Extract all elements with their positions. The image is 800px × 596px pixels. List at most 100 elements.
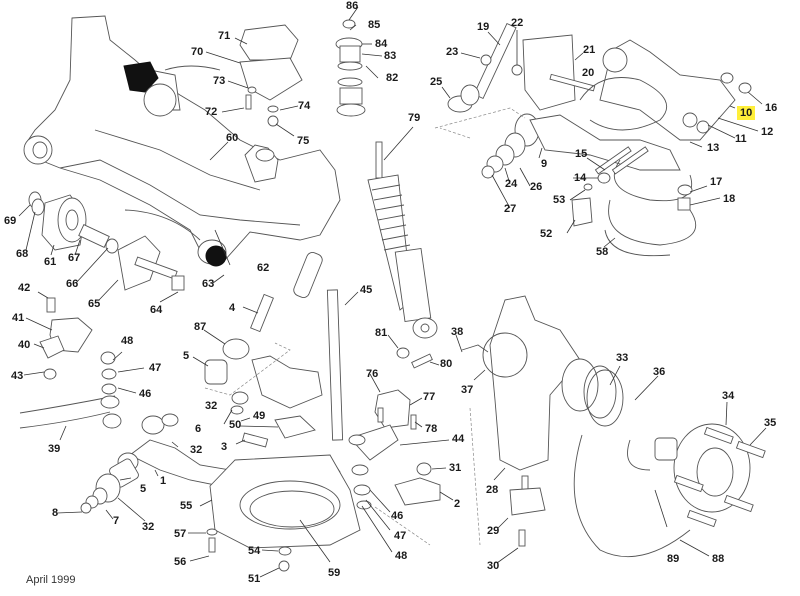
- part-label-22: 22: [511, 17, 524, 29]
- nut-75: [267, 115, 279, 127]
- part-label-12: 12: [761, 126, 774, 138]
- part-label-34: 34: [722, 390, 735, 402]
- part-label-88: 88: [712, 553, 725, 565]
- part-label-68: 68: [16, 248, 29, 260]
- link-bolt-top: [293, 252, 323, 298]
- part-label-24: 24: [505, 178, 518, 190]
- part-label-53: 53: [553, 194, 566, 206]
- lower-stack-46-48: [348, 434, 372, 510]
- part-label-45: 45: [360, 284, 373, 296]
- part-label-26: 26: [530, 181, 543, 193]
- part-label-76: 76: [366, 368, 379, 380]
- washer-6b: [141, 415, 165, 435]
- part-label-18: 18: [723, 193, 736, 205]
- disc-shield-88: [573, 434, 691, 558]
- part-label-51: 51: [248, 573, 261, 585]
- bush-61: [28, 191, 119, 254]
- part-label-11: 11: [735, 133, 747, 145]
- part-label-8: 8: [52, 507, 59, 519]
- part-label-77: 77: [423, 391, 436, 403]
- bearing-33: [561, 358, 599, 412]
- part-label-23: 23: [446, 46, 459, 58]
- washer-32-upper: [231, 391, 249, 405]
- part-label-37: 37: [461, 384, 474, 396]
- bracket-11: [682, 112, 698, 128]
- leader-lines: [18, 6, 767, 578]
- part-label-25: 25: [430, 76, 443, 88]
- part-label-48-right: 48: [395, 550, 408, 562]
- bush-5-upper: [204, 359, 228, 385]
- part-label-84: 84: [375, 38, 388, 50]
- part-label-66: 66: [66, 278, 79, 290]
- knuckle-28: [489, 295, 581, 471]
- part-label-29: 29: [487, 525, 500, 537]
- bolt-15a: [594, 146, 632, 175]
- arrow-62: [124, 209, 201, 241]
- bracket-12: [696, 120, 710, 134]
- part-label-73: 73: [213, 75, 226, 87]
- part-label-86: 86: [346, 0, 359, 12]
- bolt-15b: [611, 146, 649, 175]
- part-label-48-left: 48: [121, 335, 134, 347]
- washer-53: [583, 183, 593, 191]
- strut-rod-45: [326, 289, 344, 441]
- part-label-74: 74: [298, 100, 311, 112]
- part-label-9: 9: [541, 158, 548, 170]
- part-label-2: 2: [454, 498, 461, 510]
- drop-link-stack-left: [100, 351, 122, 429]
- bracket-76: [374, 389, 411, 429]
- part-label-62: 62: [257, 262, 270, 274]
- nut-43: [43, 368, 57, 380]
- washer-6: [230, 405, 244, 415]
- part-label-19: 19: [477, 21, 490, 33]
- part-label-64: 64: [150, 304, 163, 316]
- part-label-1: 1: [160, 475, 167, 487]
- part-label-71: 71: [218, 30, 231, 42]
- part-label-63: 63: [202, 278, 215, 290]
- subframe-part-60: [23, 15, 341, 261]
- part-label-47-left: 47: [149, 362, 162, 374]
- part-label-47-right: 47: [394, 530, 407, 542]
- part-label-78: 78: [425, 423, 438, 435]
- part-label-50: 50: [229, 419, 242, 431]
- circlip-36: [586, 369, 624, 427]
- part-label-35: 35: [764, 417, 777, 429]
- part-label-36: 36: [653, 366, 666, 378]
- part-label-58: 58: [596, 246, 609, 258]
- nut-10a: [720, 72, 734, 84]
- part-label-70: 70: [191, 46, 204, 58]
- part-label-39: 39: [48, 443, 61, 455]
- mount-plate-55: [209, 454, 361, 549]
- washer-54: [278, 546, 292, 556]
- part-label-38: 38: [451, 326, 464, 338]
- part-label-43: 43: [11, 370, 24, 382]
- part-label-42: 42: [18, 282, 31, 294]
- part-label-16: 16: [765, 102, 778, 114]
- part-label-49: 49: [253, 410, 266, 422]
- part-label-15: 15: [575, 148, 588, 160]
- part-label-30: 30: [487, 560, 500, 572]
- washer-73: [247, 86, 257, 94]
- part-label-83: 83: [384, 50, 397, 62]
- spacer-17: [677, 184, 693, 196]
- nut-16: [738, 82, 752, 94]
- abs-ring-37: [482, 332, 528, 378]
- part-label-27: 27: [504, 203, 517, 215]
- part-label-67: 67: [68, 252, 81, 264]
- bolt-78: [410, 414, 417, 430]
- part-label-10-highlighted: 10: [737, 106, 756, 120]
- part-label-59: 59: [328, 567, 341, 579]
- part-label-31: 31: [449, 462, 462, 474]
- mount-bush-black: [123, 61, 159, 93]
- lower-arm-9: [529, 114, 681, 171]
- washer-74: [267, 105, 279, 113]
- bolt-3: [241, 432, 269, 448]
- part-label-20: 20: [582, 67, 595, 79]
- part-label-82: 82: [386, 72, 399, 84]
- bush-81: [396, 347, 410, 359]
- ball-joint-pin-29: [521, 475, 529, 491]
- part-label-81: 81: [375, 327, 388, 339]
- bush-stack-24-27: [481, 113, 540, 179]
